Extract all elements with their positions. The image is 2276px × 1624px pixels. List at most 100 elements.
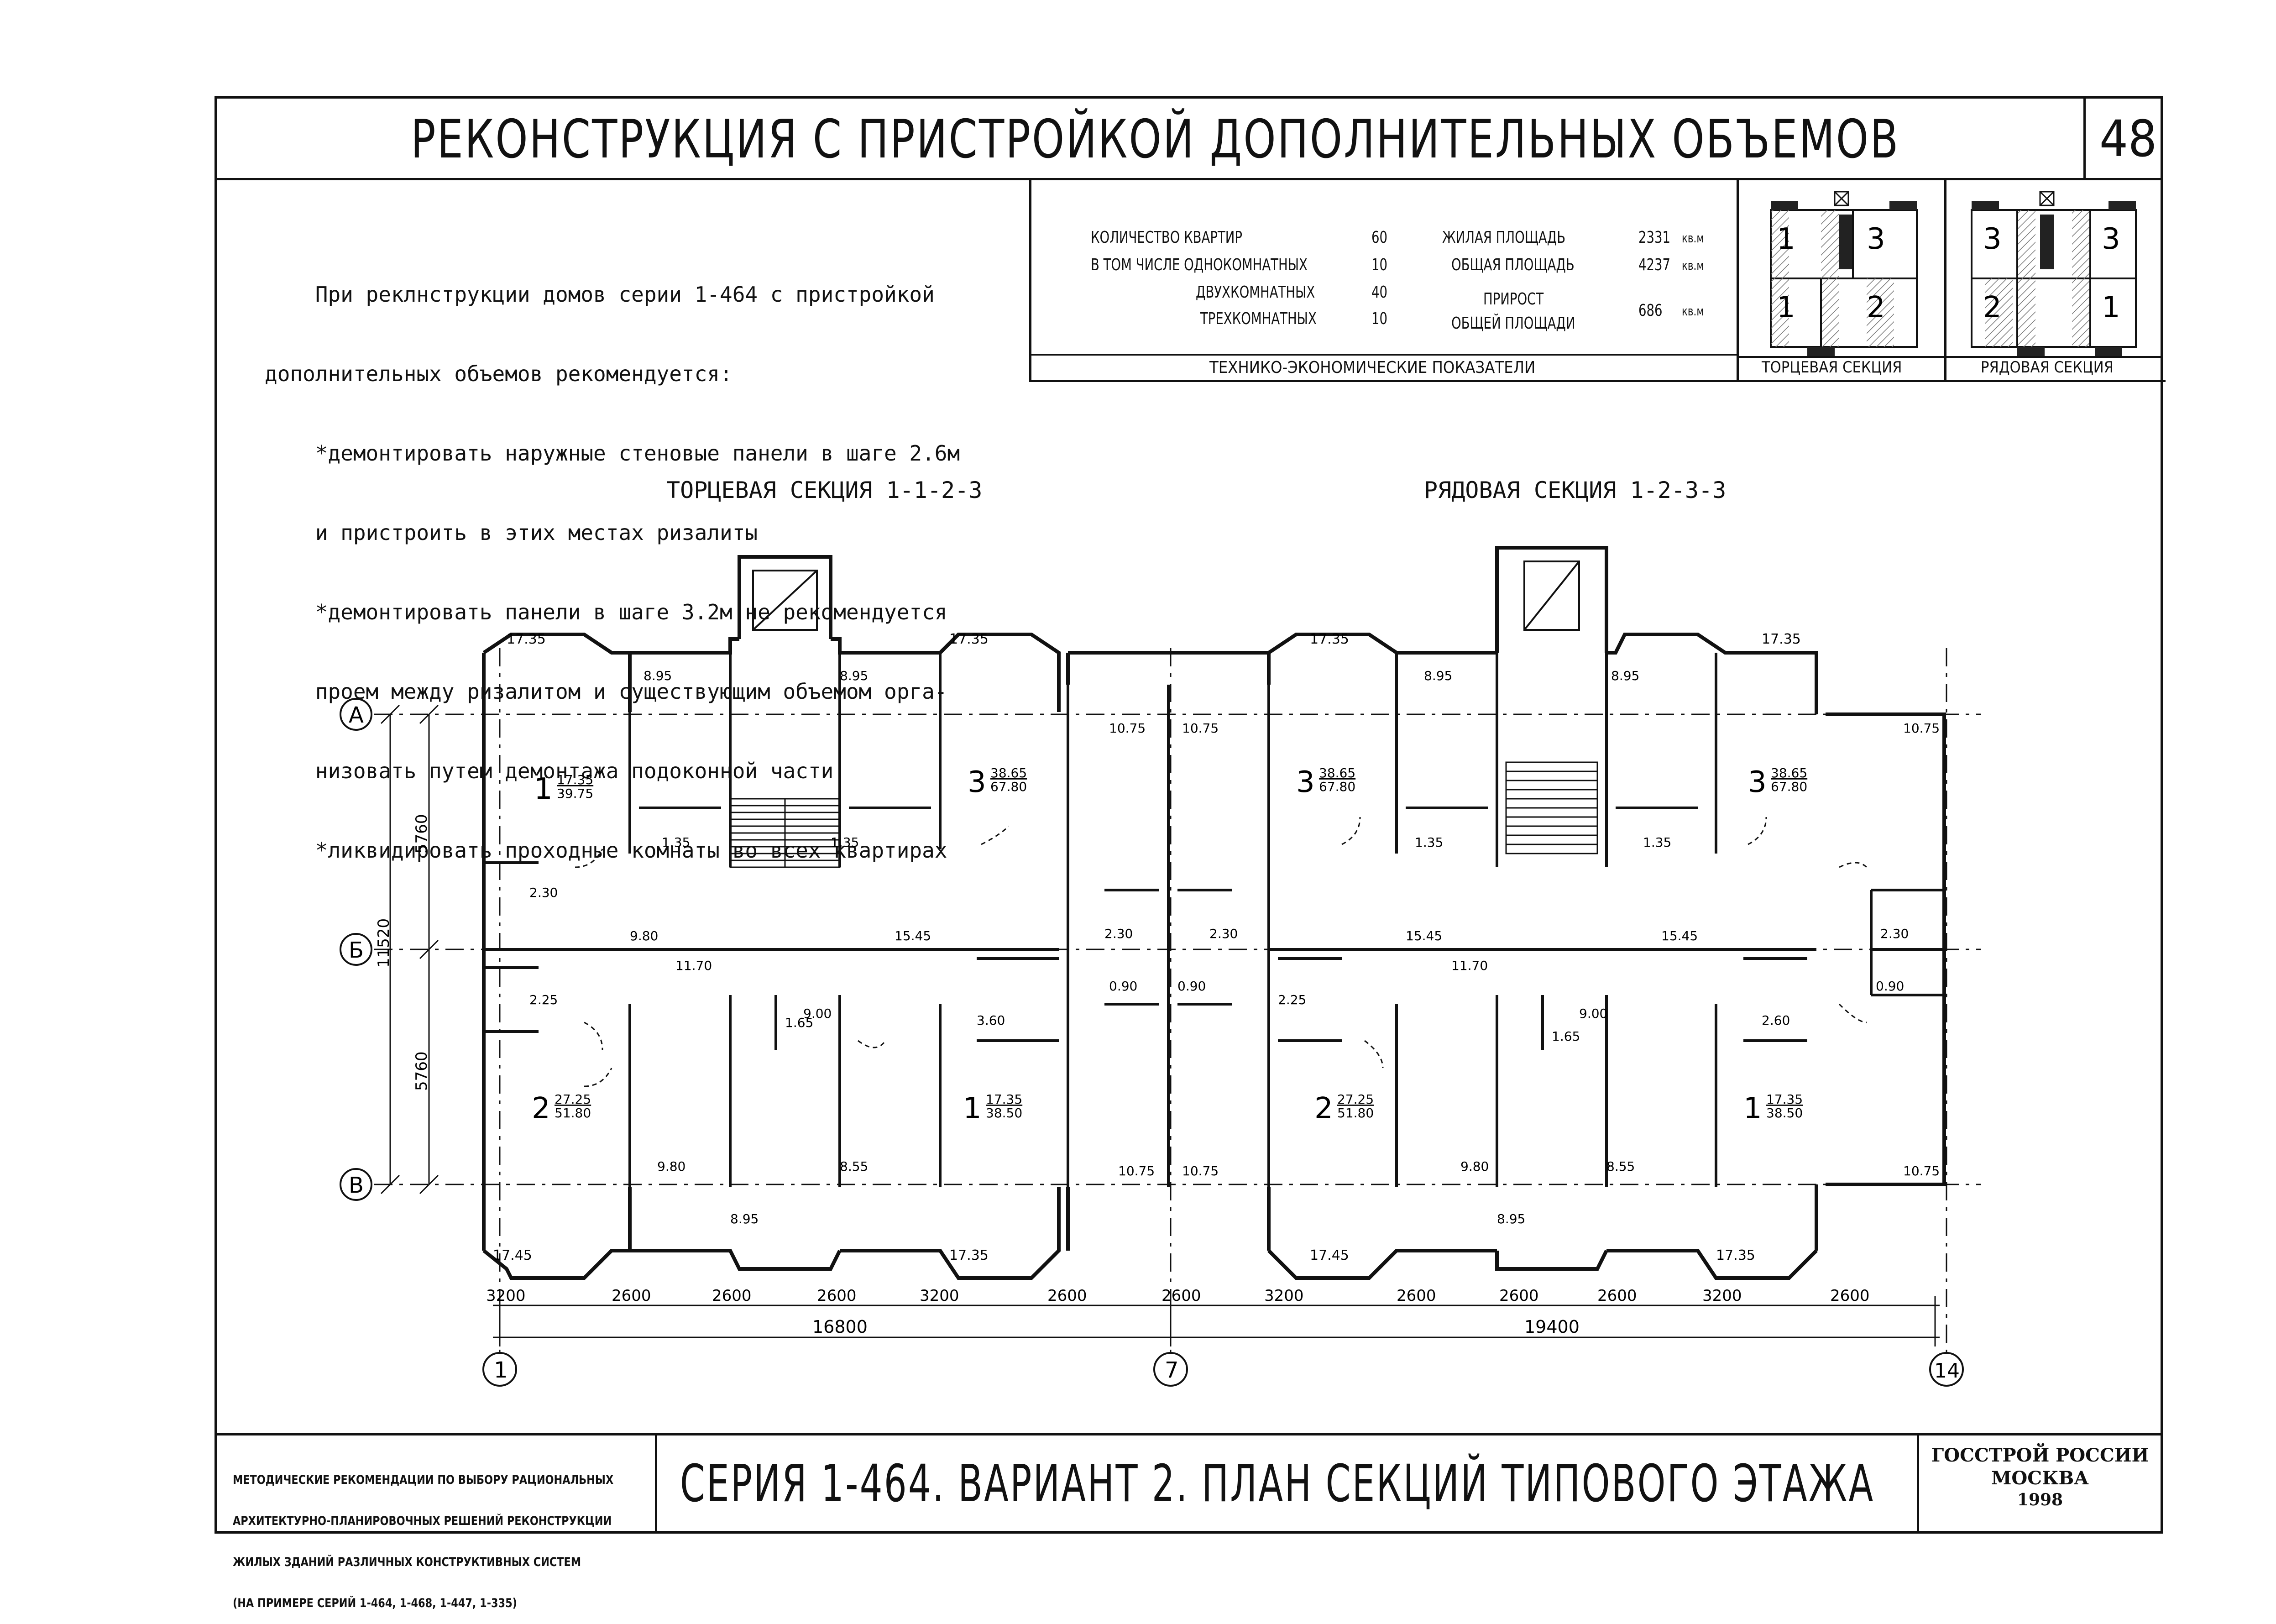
- dim-vertical-total: 11520: [375, 918, 393, 968]
- bottom-dims-row: 3200 2600 2600 2600 3200 2600 2600 3200 2600 2600…: [486, 1287, 1870, 1305]
- tep-left-value: 10: [1371, 309, 1388, 328]
- dim-bay-width: 2600: [1597, 1287, 1637, 1305]
- scheme-box-row: [1944, 179, 2166, 382]
- end-section-title: ТОРЦЕВАЯ СЕКЦИЯ 1-1-2-3: [666, 477, 983, 503]
- tep-right-label: ОБЩЕЙ ПЛОЩАДИ: [1451, 314, 1575, 333]
- apartment-number: 3: [968, 765, 986, 799]
- interior-walls: [484, 653, 1944, 1187]
- tep-caption-line: [1029, 354, 1737, 356]
- dim-vertical-lower: 5760: [413, 1051, 431, 1091]
- axis-label-v: В: [349, 1173, 364, 1198]
- elevator-left: [752, 570, 818, 631]
- apartment-number: 2: [532, 1092, 550, 1126]
- tep-right-unit: кв.м: [1682, 304, 1704, 319]
- dim-bay-width: 3200: [920, 1287, 959, 1305]
- bottom-block-divider-right: [1917, 1433, 1919, 1534]
- room-area-label: 2.30: [1209, 926, 1238, 941]
- axis-label-14: 14: [1934, 1359, 1960, 1383]
- method-line: (НА ПРИМЕРЕ СЕРИЙ 1-464, 1-468, 1-447, 1…: [233, 1596, 517, 1610]
- method-line: АРХИТЕКТУРНО-ПЛАНИРОВОЧНЫХ РЕШЕНИЙ РЕКОН…: [233, 1514, 612, 1528]
- room-area-label: 11.70: [675, 958, 712, 973]
- scheme-row-bottom-left: 2: [1983, 291, 2002, 325]
- room-area-label: 8.95: [644, 668, 672, 683]
- gosstroy-line3: 1998: [2017, 1490, 2063, 1509]
- apartment-living-area: 38.65: [1771, 765, 1807, 781]
- dim-vertical-upper: 5760: [413, 814, 431, 854]
- dim-bay-width: 2600: [1162, 1287, 1201, 1305]
- sheet-number-divider: [2083, 96, 2086, 178]
- room-area-label: 1.35: [662, 835, 690, 850]
- apartment-total-area: 51.80: [555, 1105, 591, 1121]
- axis-label-a: А: [349, 702, 364, 728]
- room-area-label: 8.55: [840, 1159, 868, 1174]
- room-area-label: 1.35: [1415, 835, 1443, 850]
- apartment-living-area: 38.65: [1319, 765, 1355, 781]
- tep-right-value: 2331: [1638, 228, 1671, 247]
- room-area-label: 15.45: [1661, 928, 1698, 943]
- apartment-number: 1: [1743, 1092, 1762, 1126]
- intro-line: *демонтировать наружные стеновые панели …: [265, 441, 960, 466]
- room-area-label: 8.95: [1497, 1211, 1525, 1226]
- dim-overall-left: 16800: [812, 1317, 868, 1337]
- apartment-total-area: 38.50: [986, 1105, 1022, 1121]
- room-area-label: 1.65: [1552, 1029, 1580, 1044]
- sheet-number: 48: [2099, 110, 2157, 168]
- dim-bay-width: 2600: [1499, 1287, 1539, 1305]
- tep-left-label: ТРЕХКОМНАТНЫХ: [1200, 309, 1317, 328]
- elevator-right: [1523, 561, 1580, 631]
- scheme-box-end: [1737, 179, 1946, 382]
- scheme-row-top-right: 3: [2102, 222, 2120, 256]
- room-area-label: 2.30: [1104, 926, 1133, 941]
- intro-text: При реклнструкции домов серии 1-464 с пр…: [265, 228, 960, 890]
- room-area-label: 2.25: [529, 992, 558, 1007]
- method-line: ЖИЛЫХ ЗДАНИЙ РАЗЛИЧНЫХ КОНСТРУКТИВНЫХ СИ…: [233, 1555, 581, 1569]
- apartment-living-area: 17.35: [1766, 1092, 1803, 1107]
- room-area-label: 3.60: [977, 1013, 1005, 1028]
- intro-line: и пристроить в этих местах ризалиты: [265, 520, 758, 545]
- apartment-living-area: 27.25: [1337, 1092, 1374, 1107]
- dim-bay-width: 2600: [612, 1287, 651, 1305]
- tep-left-label: КОЛИЧЕСТВО КВАРТИР: [1091, 228, 1242, 247]
- bay-area-label: 17.35: [1310, 631, 1349, 647]
- apartment-total-area: 39.75: [557, 786, 593, 801]
- dim-bay-width: 2600: [712, 1287, 752, 1305]
- tep-right-label: ПРИРОСТ: [1483, 290, 1544, 309]
- scheme-row-top-left: 3: [1983, 222, 2002, 256]
- intro-line: *ликвидировать проходные комнаты во всех…: [265, 838, 947, 863]
- door-swings: [575, 817, 1868, 1087]
- room-area-label: 9.80: [630, 928, 658, 943]
- dim-bay-width: 3200: [1264, 1287, 1304, 1305]
- apartment-number: 3: [1748, 765, 1767, 799]
- tep-caption: ТЕХНИКО-ЭКОНОМИЧЕСКИЕ ПОКАЗАТЕЛИ: [1209, 358, 1536, 377]
- room-area-label: 2.30: [529, 885, 558, 900]
- room-area-label: 0.90: [1109, 979, 1137, 994]
- dim-overall-right: 19400: [1524, 1317, 1580, 1337]
- room-area-label: 1.35: [1643, 835, 1671, 850]
- dim-bay-width: 2600: [817, 1287, 857, 1305]
- room-area-label: 10.75: [1109, 721, 1146, 736]
- bay-area-label: 17.45: [493, 1247, 532, 1263]
- room-area-label: 8.55: [1606, 1159, 1635, 1174]
- gosstroy-line2: МОСКВА: [1991, 1467, 2089, 1489]
- room-area-label: 2.60: [1762, 1013, 1790, 1028]
- row-section-title: РЯДОВАЯ СЕКЦИЯ 1-2-3-3: [1424, 477, 1727, 503]
- bay-area-label: 17.35: [507, 631, 546, 647]
- bottom-dimensions: [493, 1296, 1940, 1346]
- apartment-living-area: 27.25: [555, 1092, 591, 1107]
- scheme-row-bottom-right: 1: [2102, 291, 2120, 325]
- dim-bay-width: 3200: [1702, 1287, 1742, 1305]
- apartment-total-area: 67.80: [1771, 779, 1807, 794]
- room-area-label: 10.75: [1118, 1163, 1155, 1179]
- tep-right-unit: кв.м: [1682, 231, 1704, 246]
- room-area-label: 8.95: [730, 1211, 759, 1226]
- bay-area-label: 17.35: [1716, 1247, 1755, 1263]
- stair-right: [1505, 761, 1598, 854]
- scheme-caption-line: [1737, 356, 2163, 358]
- building-walls: [482, 546, 1946, 1280]
- tep-left-label: В ТОМ ЧИСЛЕ ОДНОКОМНАТНЫХ: [1091, 256, 1308, 274]
- room-area-label: 10.75: [1903, 1163, 1940, 1179]
- room-area-label: 0.90: [1177, 979, 1206, 994]
- dim-bay-width: 2600: [1047, 1287, 1087, 1305]
- method-line: МЕТОДИЧЕСКИЕ РЕКОМЕНДАЦИИ ПО ВЫБОРУ РАЦИ…: [233, 1473, 614, 1487]
